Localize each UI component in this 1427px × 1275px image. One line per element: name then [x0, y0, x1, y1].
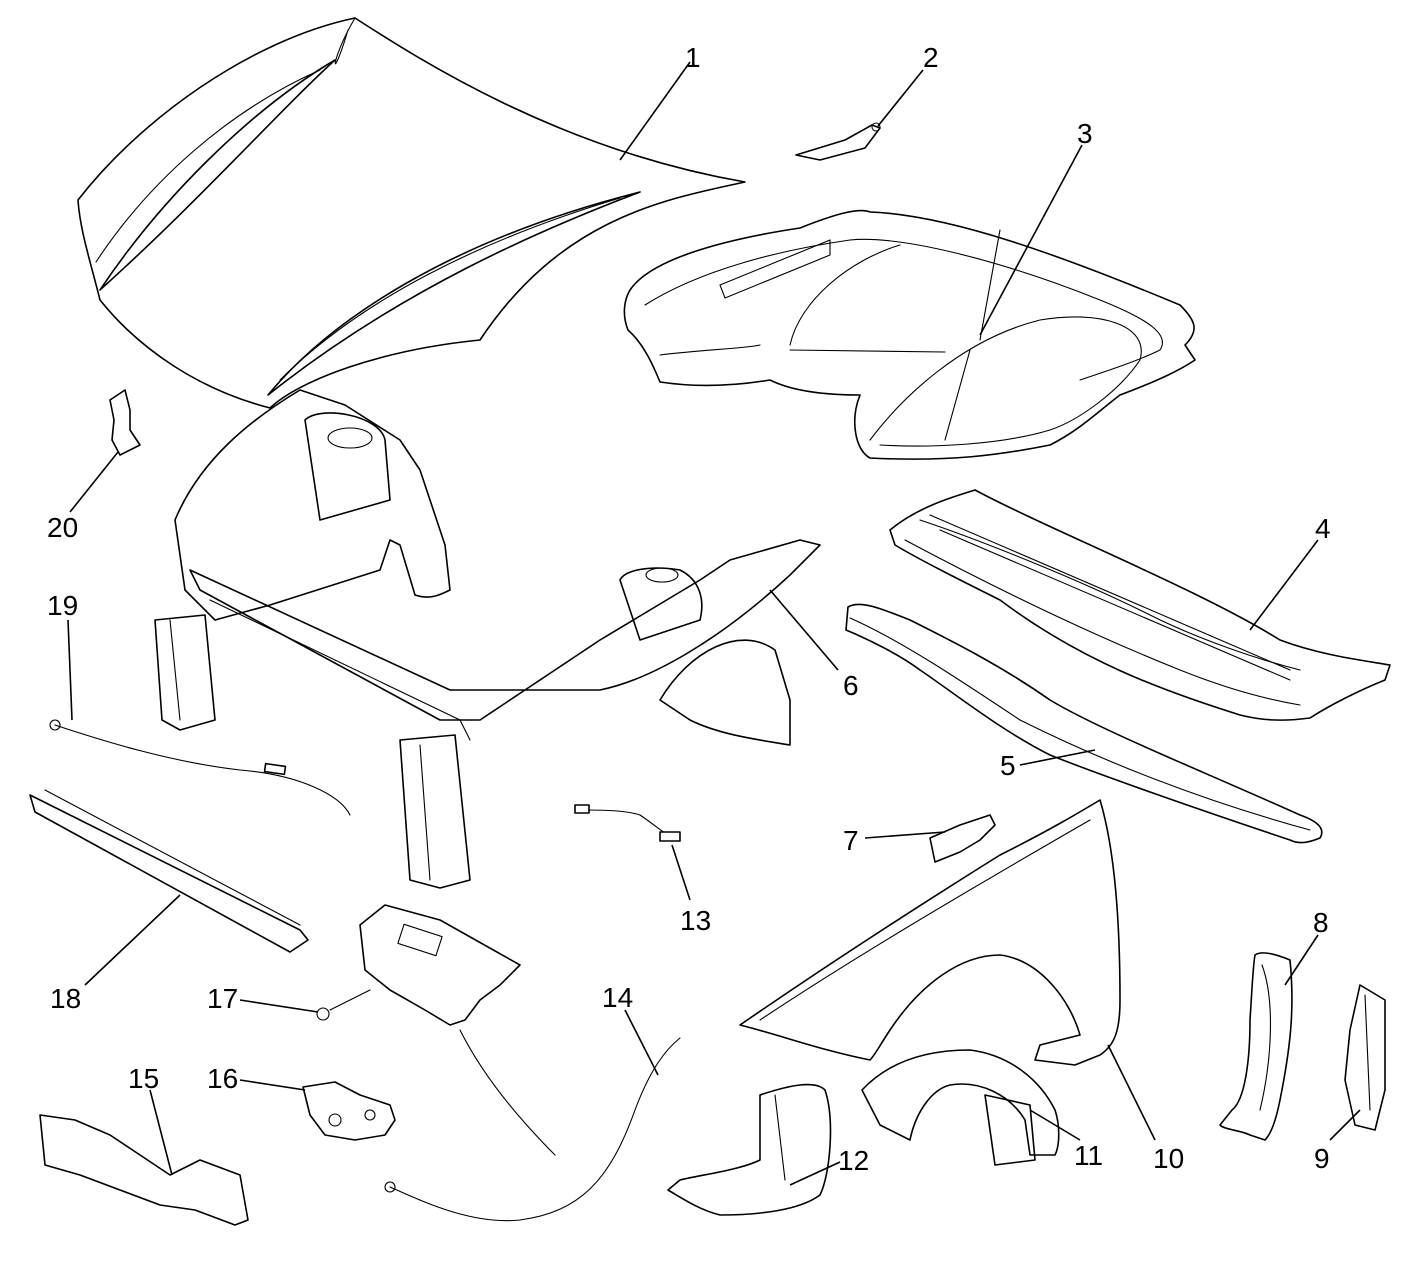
callout-9: 9	[1314, 1143, 1330, 1174]
part-hood-insulator	[623, 209, 1196, 460]
part-hinge-bracket	[795, 122, 881, 161]
part-plenum-panel	[845, 603, 1323, 844]
leader-5	[1019, 749, 1096, 766]
leader-1	[619, 61, 691, 161]
leader-17	[239, 999, 319, 1013]
leader-12	[789, 1161, 841, 1186]
leader-2	[877, 69, 924, 127]
callout-labels: 1 2 3 4 5 6 7 8 9 10 11 12 13 14 15 16 1…	[47, 42, 1331, 1176]
part-hood-ajar-cable	[49, 719, 351, 816]
part-latch-support	[316, 904, 556, 1156]
callout-13: 13	[680, 905, 711, 936]
part-front-frame	[154, 389, 821, 889]
part-fender	[739, 799, 1121, 1066]
leader-16	[239, 1079, 306, 1091]
leader-9	[1329, 1109, 1361, 1141]
callout-3: 3	[1077, 118, 1093, 149]
part-wheelhouse-liner	[861, 1049, 1060, 1166]
leader-lines	[67, 61, 1361, 1186]
leader-13	[671, 844, 691, 901]
leader-11	[1029, 1109, 1081, 1141]
part-fender-splash-shield	[1219, 952, 1293, 1141]
part-fender-brace	[1344, 984, 1386, 1131]
part-cowl-grille	[889, 489, 1391, 721]
part-hood	[77, 17, 746, 409]
part-inner-liner	[667, 1083, 832, 1216]
callout-20: 20	[47, 512, 78, 543]
callout-7: 7	[843, 825, 859, 856]
callout-18: 18	[50, 983, 81, 1014]
callout-15: 15	[128, 1063, 159, 1094]
part-radiator-support	[29, 789, 309, 953]
callout-8: 8	[1313, 907, 1329, 938]
part-hood-release-cable	[384, 1037, 681, 1222]
leader-8	[1284, 934, 1319, 986]
leader-6	[769, 589, 839, 671]
leader-7	[864, 831, 946, 839]
part-fender-bracket	[929, 814, 996, 863]
callout-6: 6	[843, 670, 859, 701]
leader-4	[1249, 539, 1319, 631]
part-hood-stop-bracket	[109, 389, 141, 456]
callout-2: 2	[923, 42, 939, 73]
callout-11: 11	[1074, 1140, 1103, 1171]
leader-10	[1107, 1044, 1156, 1141]
leader-3	[979, 144, 1083, 336]
callout-14: 14	[602, 982, 633, 1013]
leader-14	[624, 1009, 659, 1076]
callout-12: 12	[838, 1145, 869, 1176]
callout-10: 10	[1153, 1143, 1184, 1174]
callout-16: 16	[207, 1063, 238, 1094]
leader-18	[84, 894, 181, 986]
leader-20	[69, 451, 119, 513]
callout-17: 17	[207, 983, 238, 1014]
callout-1: 1	[685, 42, 701, 73]
part-hood-latch	[302, 1081, 396, 1141]
leader-19	[67, 619, 73, 721]
part-splash-bracket	[39, 1114, 249, 1226]
callout-4: 4	[1315, 513, 1331, 544]
part-hood-prop-link	[574, 804, 681, 842]
callout-5: 5	[1000, 750, 1016, 781]
callout-19: 19	[47, 590, 78, 621]
leader-15	[149, 1089, 173, 1176]
